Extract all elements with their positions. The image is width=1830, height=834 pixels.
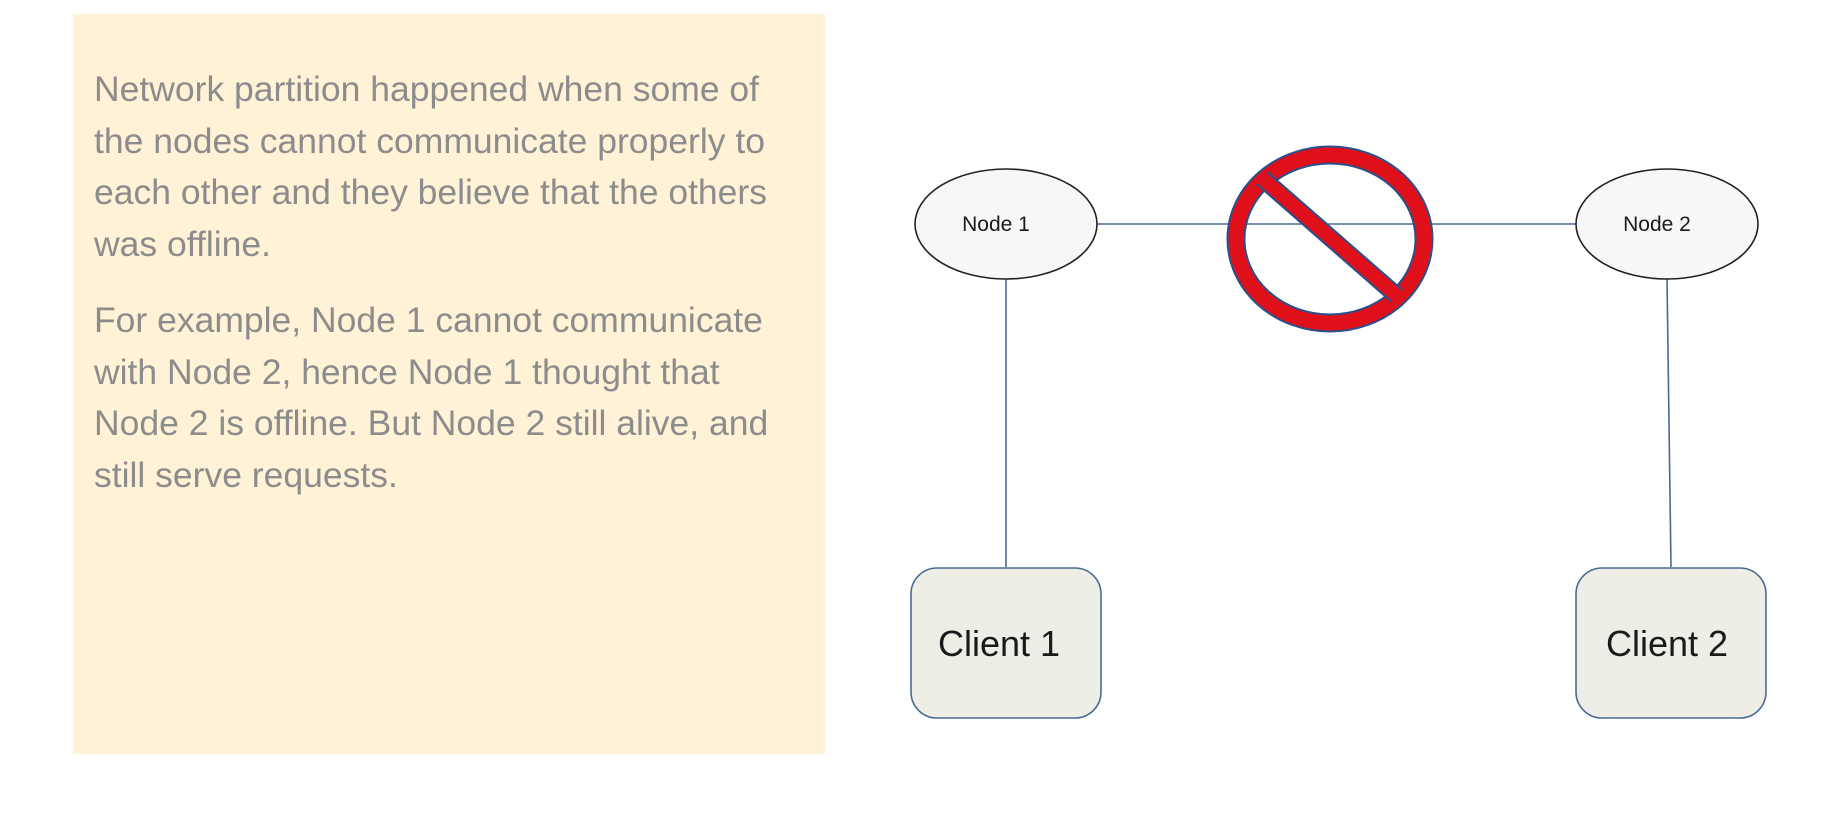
node-2: Node 2 (1575, 168, 1759, 280)
client-2-box (1575, 567, 1767, 719)
no-entry-icon (1226, 145, 1434, 333)
client-2: Client 2 (1575, 567, 1767, 719)
node-2-label: Node 2 (1623, 213, 1691, 236)
explanation-paragraph-2: For example, Node 1 cannot communicate w… (94, 300, 769, 495)
client-1-label: Client 1 (938, 623, 1060, 664)
node-1: Node 1 (914, 168, 1098, 280)
explanation-panel: Network partition happened when some of … (73, 14, 825, 754)
client-2-label: Client 2 (1606, 623, 1728, 664)
client-1: Client 1 (910, 567, 1102, 719)
node-2-shape (1575, 168, 1759, 280)
node-1-label: Node 1 (962, 213, 1030, 236)
link-node2-client2 (1666, 278, 1672, 568)
node-1-shape (914, 168, 1098, 280)
explanation-paragraph-1: Network partition happened when some of … (94, 69, 767, 264)
client-1-box (910, 567, 1102, 719)
